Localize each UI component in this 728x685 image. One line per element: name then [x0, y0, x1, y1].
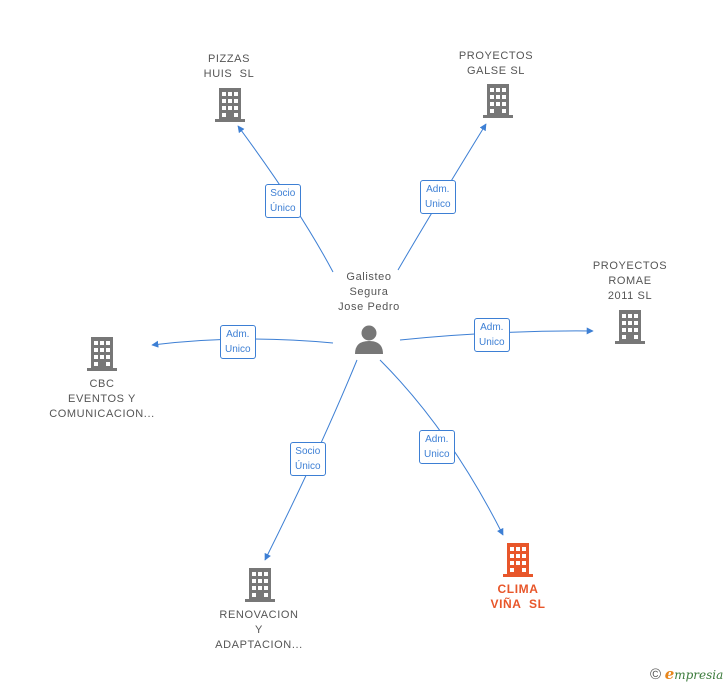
company-name-proyectos-romae[interactable]: PROYECTOS ROMAE 2011 SL [592, 260, 668, 302]
person-icon[interactable] [353, 324, 385, 354]
company-name-cbc-eventos[interactable]: CBC EVENTOS Y COMUNICACION... [49, 378, 155, 420]
footer-brand[interactable]: © empresia [650, 665, 723, 683]
company-name-renovacion[interactable]: RENOVACION Y ADAPTACION... [215, 609, 303, 651]
relation-label-renovacion[interactable]: Socio Único [290, 442, 326, 476]
brand-logo: empresia [664, 665, 724, 683]
building-icon[interactable] [87, 337, 117, 371]
relation-label-pizzas-huis[interactable]: Socio Único [265, 184, 301, 218]
building-icon[interactable] [483, 84, 513, 118]
building-icon[interactable] [615, 310, 645, 344]
person-name[interactable]: Galisteo Segura Jose Pedro [338, 271, 400, 313]
company-name-clima-vina[interactable]: CLIMA VIÑA SL [490, 582, 546, 611]
relation-label-clima-vina[interactable]: Adm. Unico [419, 430, 455, 464]
relation-label-proyectos-romae[interactable]: Adm. Unico [474, 318, 510, 352]
company-name-proyectos-galse[interactable]: PROYECTOS GALSE SL [458, 50, 534, 77]
building-icon-highlighted[interactable] [503, 543, 533, 577]
copyright-icon: © [650, 666, 662, 683]
relation-label-proyectos-galse[interactable]: Adm. Unico [420, 180, 456, 214]
building-icon[interactable] [215, 88, 245, 122]
relation-label-cbc-eventos[interactable]: Adm. Unico [220, 325, 256, 359]
company-name-pizzas-huis[interactable]: PIZZAS HUIS SL [203, 53, 255, 80]
building-icon[interactable] [245, 568, 275, 602]
